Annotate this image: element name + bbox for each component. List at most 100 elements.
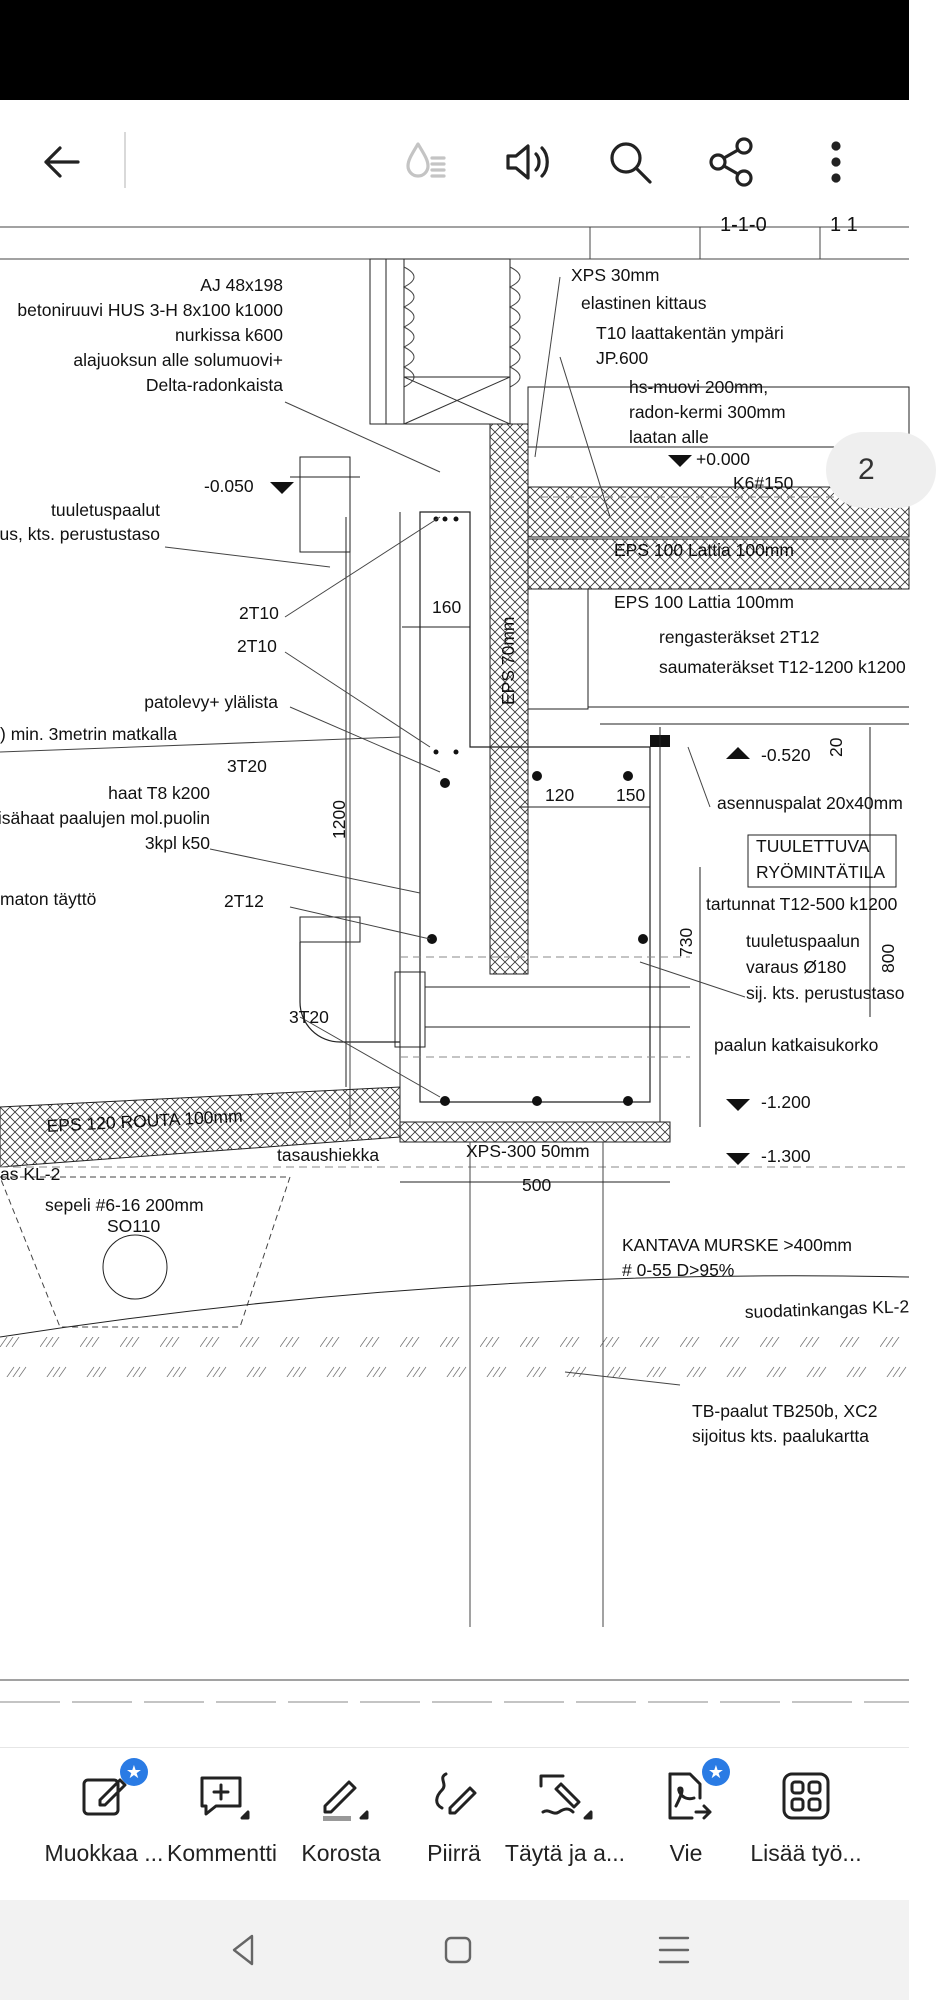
label-kl2: as KL-2 bbox=[0, 1164, 60, 1184]
comment-add-icon bbox=[200, 1776, 250, 1820]
label-kts-perus: us, kts. perustustaso bbox=[0, 524, 160, 544]
share-button[interactable] bbox=[696, 126, 768, 198]
back-triangle-icon bbox=[232, 1934, 254, 1966]
label-min3m: ) min. 3metrin matkalla bbox=[0, 724, 177, 744]
label-jp600: JP.600 bbox=[596, 348, 648, 368]
label-160: 160 bbox=[432, 597, 461, 617]
comment-tool-label: Kommentti bbox=[167, 1840, 277, 1866]
label-eps100b: EPS 100 Lattia 100mm bbox=[614, 592, 794, 612]
label-800: 800 bbox=[878, 944, 898, 973]
more-tools-label: Lisää työ... bbox=[750, 1840, 862, 1866]
read-aloud-button[interactable] bbox=[492, 126, 564, 198]
more-tools-icon bbox=[782, 1772, 830, 1820]
label-eps100a: EPS 100 Lattia 100mm bbox=[614, 540, 794, 560]
highlight-icon bbox=[323, 1780, 369, 1821]
bottom-toolbar: ★ Muokkaa ... Kommentti Korosta Piirrä T… bbox=[0, 1747, 909, 1901]
more-button[interactable] bbox=[800, 126, 872, 198]
ink-drop-button[interactable] bbox=[390, 126, 462, 198]
label-3t20-a: 3T20 bbox=[227, 756, 267, 776]
nav-home-button[interactable] bbox=[436, 1928, 480, 1972]
label-730: 730 bbox=[676, 928, 696, 957]
label-eps70: EPS 70mm bbox=[498, 617, 518, 706]
label-tuuletuspaalun: tuuletuspaalun bbox=[746, 931, 860, 951]
label-120: 120 bbox=[545, 785, 574, 805]
header-cell-2: 1 1 bbox=[830, 214, 858, 236]
label-rengas: rengasteräkset 2T12 bbox=[659, 627, 820, 647]
home-square-icon bbox=[444, 1936, 472, 1964]
status-bar bbox=[0, 0, 909, 100]
export-tool-button[interactable]: ★ Vie bbox=[621, 1758, 751, 1886]
label-katkaisu: paalun katkaisukorko bbox=[714, 1035, 878, 1055]
header-cell-1: 1-1-0 bbox=[720, 214, 767, 236]
foundation-section-drawing: 1-1-0 1 1 bbox=[0, 214, 910, 1703]
label-ryomintatila: RYÖMINTÄTILA bbox=[756, 862, 885, 882]
premium-badge-icon: ★ bbox=[702, 1758, 730, 1786]
edit-tool-label: Muokkaa ... bbox=[44, 1840, 164, 1866]
edit-tool-button[interactable]: ★ Muokkaa ... bbox=[39, 1758, 169, 1886]
fill-sign-tool-button[interactable]: Täytä ja a... bbox=[500, 1766, 630, 1886]
label-minus1200: -1.200 bbox=[761, 1092, 811, 1112]
label-tuuletuspaalut: tuuletuspaalut bbox=[51, 500, 160, 520]
label-2t10-a: 2T10 bbox=[239, 603, 279, 623]
label-3t20-b: 3T20 bbox=[289, 1007, 329, 1027]
label-elastinen: elastinen kittaus bbox=[581, 293, 707, 313]
label-radonkermi: radon-kermi 300mm bbox=[629, 402, 786, 422]
label-d20: 20 bbox=[826, 737, 846, 757]
label-suodatin: suodatinkangas KL-2 bbox=[744, 1296, 909, 1322]
app-bar-divider bbox=[124, 132, 126, 188]
label-laatan: laatan alle bbox=[629, 427, 709, 447]
draw-tool-button[interactable]: Piirrä bbox=[389, 1766, 519, 1886]
export-pdf-icon bbox=[668, 1772, 712, 1820]
label-sij: sij. kts. perustustaso bbox=[746, 983, 905, 1003]
highlight-tool-button[interactable]: Korosta bbox=[276, 1766, 406, 1886]
label-sijoitus: sijoitus kts. paalukartta bbox=[692, 1426, 869, 1446]
label-xps300: XPS-300 50mm bbox=[466, 1141, 590, 1161]
label-kantava: KANTAVA MURSKE >400mm bbox=[622, 1235, 852, 1255]
label-minus050: -0.050 bbox=[204, 476, 254, 496]
more-tools-button[interactable]: Lisää työ... bbox=[741, 1766, 871, 1886]
search-button[interactable] bbox=[594, 126, 666, 198]
label-so110: SO110 bbox=[107, 1216, 160, 1236]
label-tuulettuva: TUULETTUVA bbox=[756, 836, 870, 856]
fill-sign-icon bbox=[539, 1774, 593, 1820]
label-nurkissa: nurkissa k600 bbox=[175, 325, 283, 345]
label-aj: AJ 48x198 bbox=[200, 275, 283, 295]
label-kantava2: # 0-55 D>95% bbox=[622, 1260, 734, 1280]
label-plus0: +0.000 bbox=[696, 449, 750, 469]
label-150: 150 bbox=[616, 785, 645, 805]
fill-sign-tool-label: Täytä ja a... bbox=[504, 1840, 626, 1866]
label-sepeli: sepeli #6-16 200mm bbox=[45, 1195, 204, 1215]
label-kpl: 3kpl k50 bbox=[145, 833, 210, 853]
nav-recents-button[interactable] bbox=[652, 1928, 696, 1972]
draw-icon bbox=[435, 1772, 477, 1815]
label-tasaus: tasaushiekka bbox=[277, 1145, 379, 1165]
label-500: 500 bbox=[522, 1175, 551, 1195]
search-icon bbox=[610, 142, 652, 184]
label-varaus: varaus Ø180 bbox=[746, 957, 846, 977]
edit-icon bbox=[82, 1778, 127, 1816]
premium-badge-icon: ★ bbox=[120, 1758, 148, 1786]
label-tartunnat: tartunnat T12-500 k1200 bbox=[706, 894, 898, 914]
pdf-drawing-view[interactable]: 1-1-0 1 1 bbox=[0, 214, 910, 1747]
label-sauma: saumateräkset T12-1200 k1200 bbox=[659, 657, 906, 677]
share-icon bbox=[709, 137, 753, 187]
more-vert-icon bbox=[831, 141, 841, 183]
label-patolevy: patolevy+ ylälista bbox=[144, 692, 278, 712]
label-hsmuovi: hs-muovi 200mm, bbox=[629, 377, 768, 397]
nav-back-button[interactable] bbox=[222, 1928, 266, 1972]
system-nav-bar bbox=[0, 1900, 909, 2000]
back-arrow-button[interactable] bbox=[26, 126, 98, 198]
label-2t12: 2T12 bbox=[224, 891, 264, 911]
export-tool-label: Vie bbox=[669, 1840, 703, 1866]
label-asennus: asennuspalat 20x40mm bbox=[717, 793, 903, 813]
draw-tool-label: Piirrä bbox=[427, 1840, 481, 1866]
highlight-tool-label: Korosta bbox=[301, 1840, 381, 1866]
label-tb: TB-paalut TB250b, XC2 bbox=[692, 1401, 877, 1421]
label-tayto: maton täyttö bbox=[0, 889, 96, 909]
comment-tool-button[interactable]: Kommentti bbox=[157, 1766, 287, 1886]
label-delta: Delta-radonkaista bbox=[146, 375, 283, 395]
label-betoniruuvi: betoniruuvi HUS 3-H 8x100 k1000 bbox=[17, 300, 283, 320]
page-number-badge[interactable]: 2 bbox=[826, 432, 936, 508]
arrow-left-icon bbox=[44, 146, 80, 178]
label-sahaat: isähaat paalujen mol.puolin bbox=[0, 808, 210, 828]
